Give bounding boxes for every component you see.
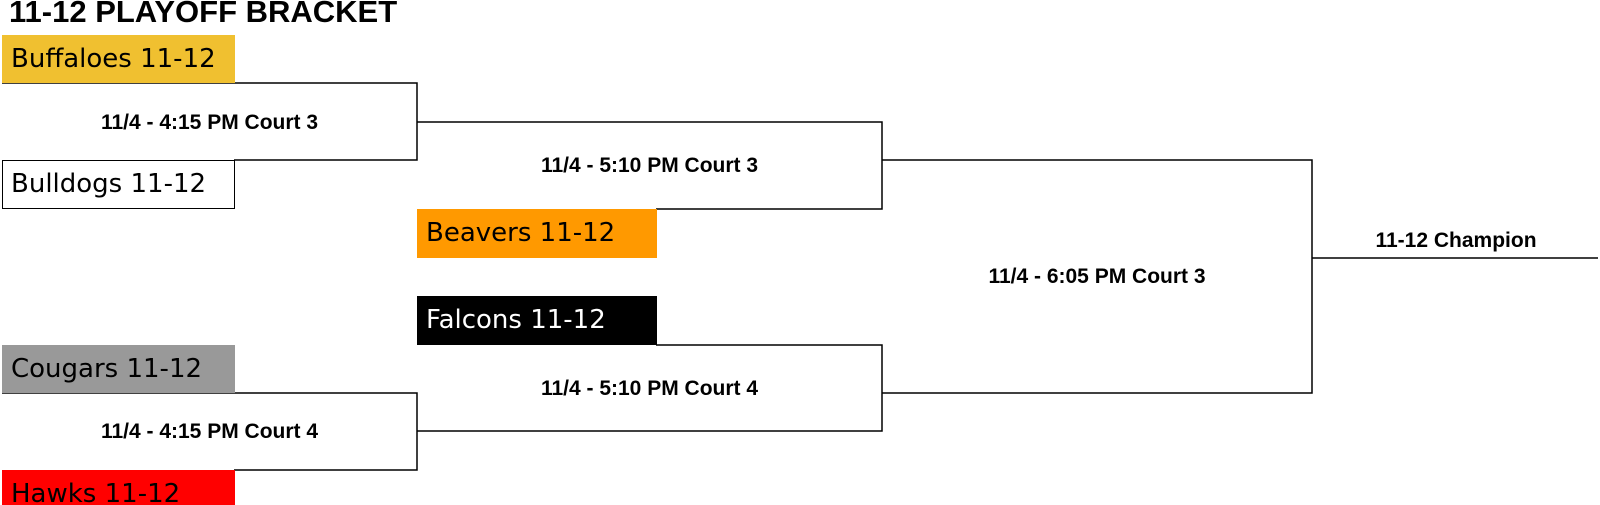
bracket-title: 11-12 PLAYOFF BRACKET bbox=[9, 0, 398, 29]
team-beavers: Beavers 11-12 bbox=[417, 209, 657, 258]
team-buffaloes: Buffaloes 11-12 bbox=[2, 35, 235, 83]
team-bulldogs: Bulldogs 11-12 bbox=[2, 160, 235, 209]
game-qf2-label: 11/4 - 4:15 PM Court 4 bbox=[100, 420, 319, 443]
team-falcons: Falcons 11-12 bbox=[417, 296, 657, 345]
champion-label: 11-12 Champion bbox=[1375, 229, 1537, 252]
game-qf1-label: 11/4 - 4:15 PM Court 3 bbox=[100, 111, 319, 134]
team-hawks: Hawks 11-12 bbox=[2, 470, 235, 505]
game-final-label: 11/4 - 6:05 PM Court 3 bbox=[988, 265, 1206, 288]
game-sf1-label: 11/4 - 5:10 PM Court 3 bbox=[540, 154, 759, 177]
team-cougars: Cougars 11-12 bbox=[2, 345, 235, 393]
game-sf2-label: 11/4 - 5:10 PM Court 4 bbox=[540, 377, 759, 400]
